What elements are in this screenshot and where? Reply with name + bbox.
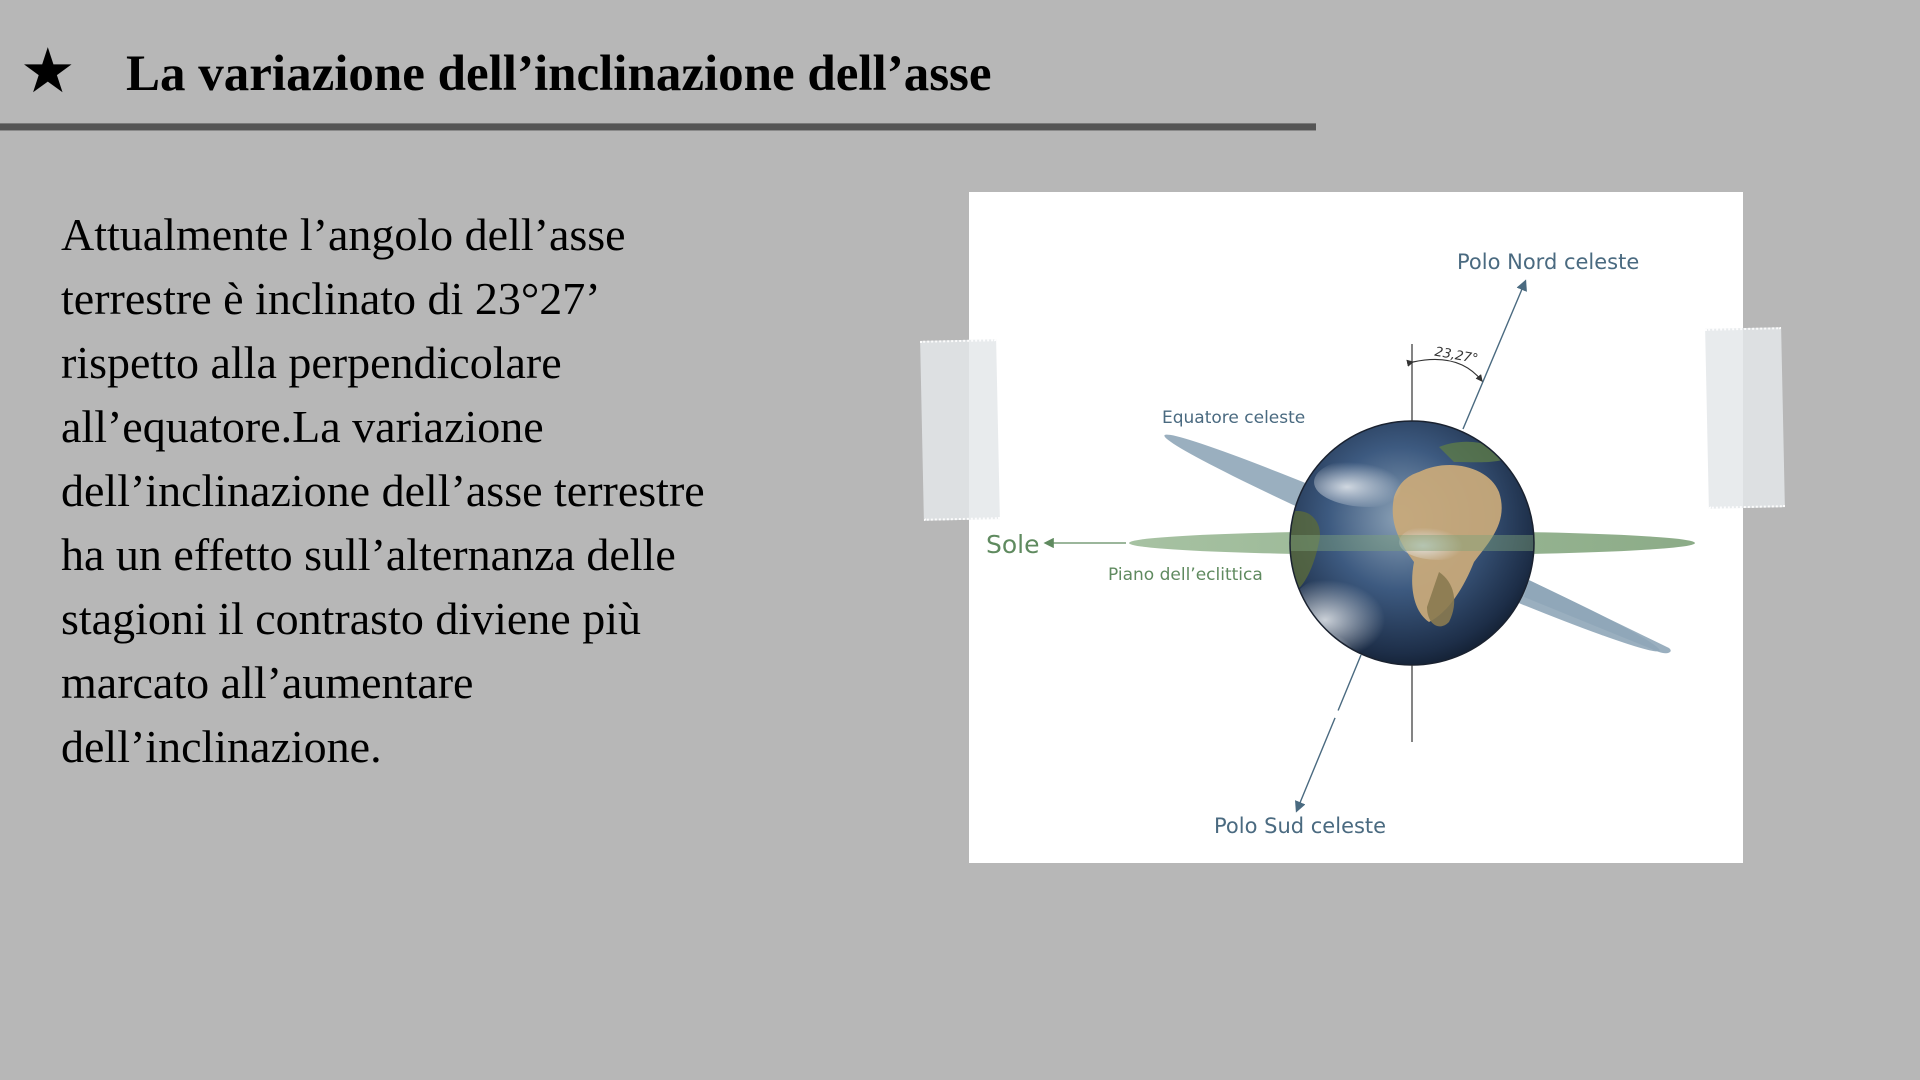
north-axis-arrow <box>1462 279 1527 430</box>
sun-label: Sole <box>986 530 1040 559</box>
north-pole-label: Polo Nord celeste <box>1457 250 1639 274</box>
earth-globe <box>1289 420 1535 666</box>
slide-title: La variazione dell’inclinazione dell’ass… <box>126 46 992 102</box>
star-icon: ★ <box>20 34 76 107</box>
tilt-angle-label: 23,27° <box>1433 345 1479 367</box>
south-pole-label: Polo Sud celeste <box>1214 814 1386 838</box>
tape-strip-left <box>920 339 1000 521</box>
body-line: ha un effetto sull’alternanza delle <box>61 529 676 580</box>
tape-strip-right <box>1705 327 1785 509</box>
celestial-equator-plane-front <box>1524 580 1671 654</box>
body-line: all’equatore.La variazione <box>61 401 544 452</box>
body-line: dell’inclinazione. <box>61 721 382 772</box>
ecliptic-plane-label: Piano dell’eclittica <box>1108 565 1263 585</box>
body-line: rispetto alla perpendicolare <box>61 337 562 388</box>
celestial-equator-label: Equatore celeste <box>1162 408 1305 428</box>
south-axis-arrow <box>1295 654 1362 813</box>
tilt-angle-arc <box>1406 358 1483 382</box>
slide-body-text: Attualmente l’angolo dell’asse terrestre… <box>61 203 851 779</box>
body-line: stagioni il contrasto diviene più <box>61 593 642 644</box>
body-line: terrestre è inclinato di 23°27’ <box>61 273 601 324</box>
body-line: Attualmente l’angolo dell’asse <box>61 209 626 260</box>
earth-axis-diagram: 23,27° Polo Nord celeste Equatore celest… <box>969 192 1743 863</box>
title-divider <box>0 124 1316 130</box>
body-line: marcato all’aumentare <box>61 657 474 708</box>
body-line: dell’inclinazione dell’asse terrestre <box>61 465 705 516</box>
